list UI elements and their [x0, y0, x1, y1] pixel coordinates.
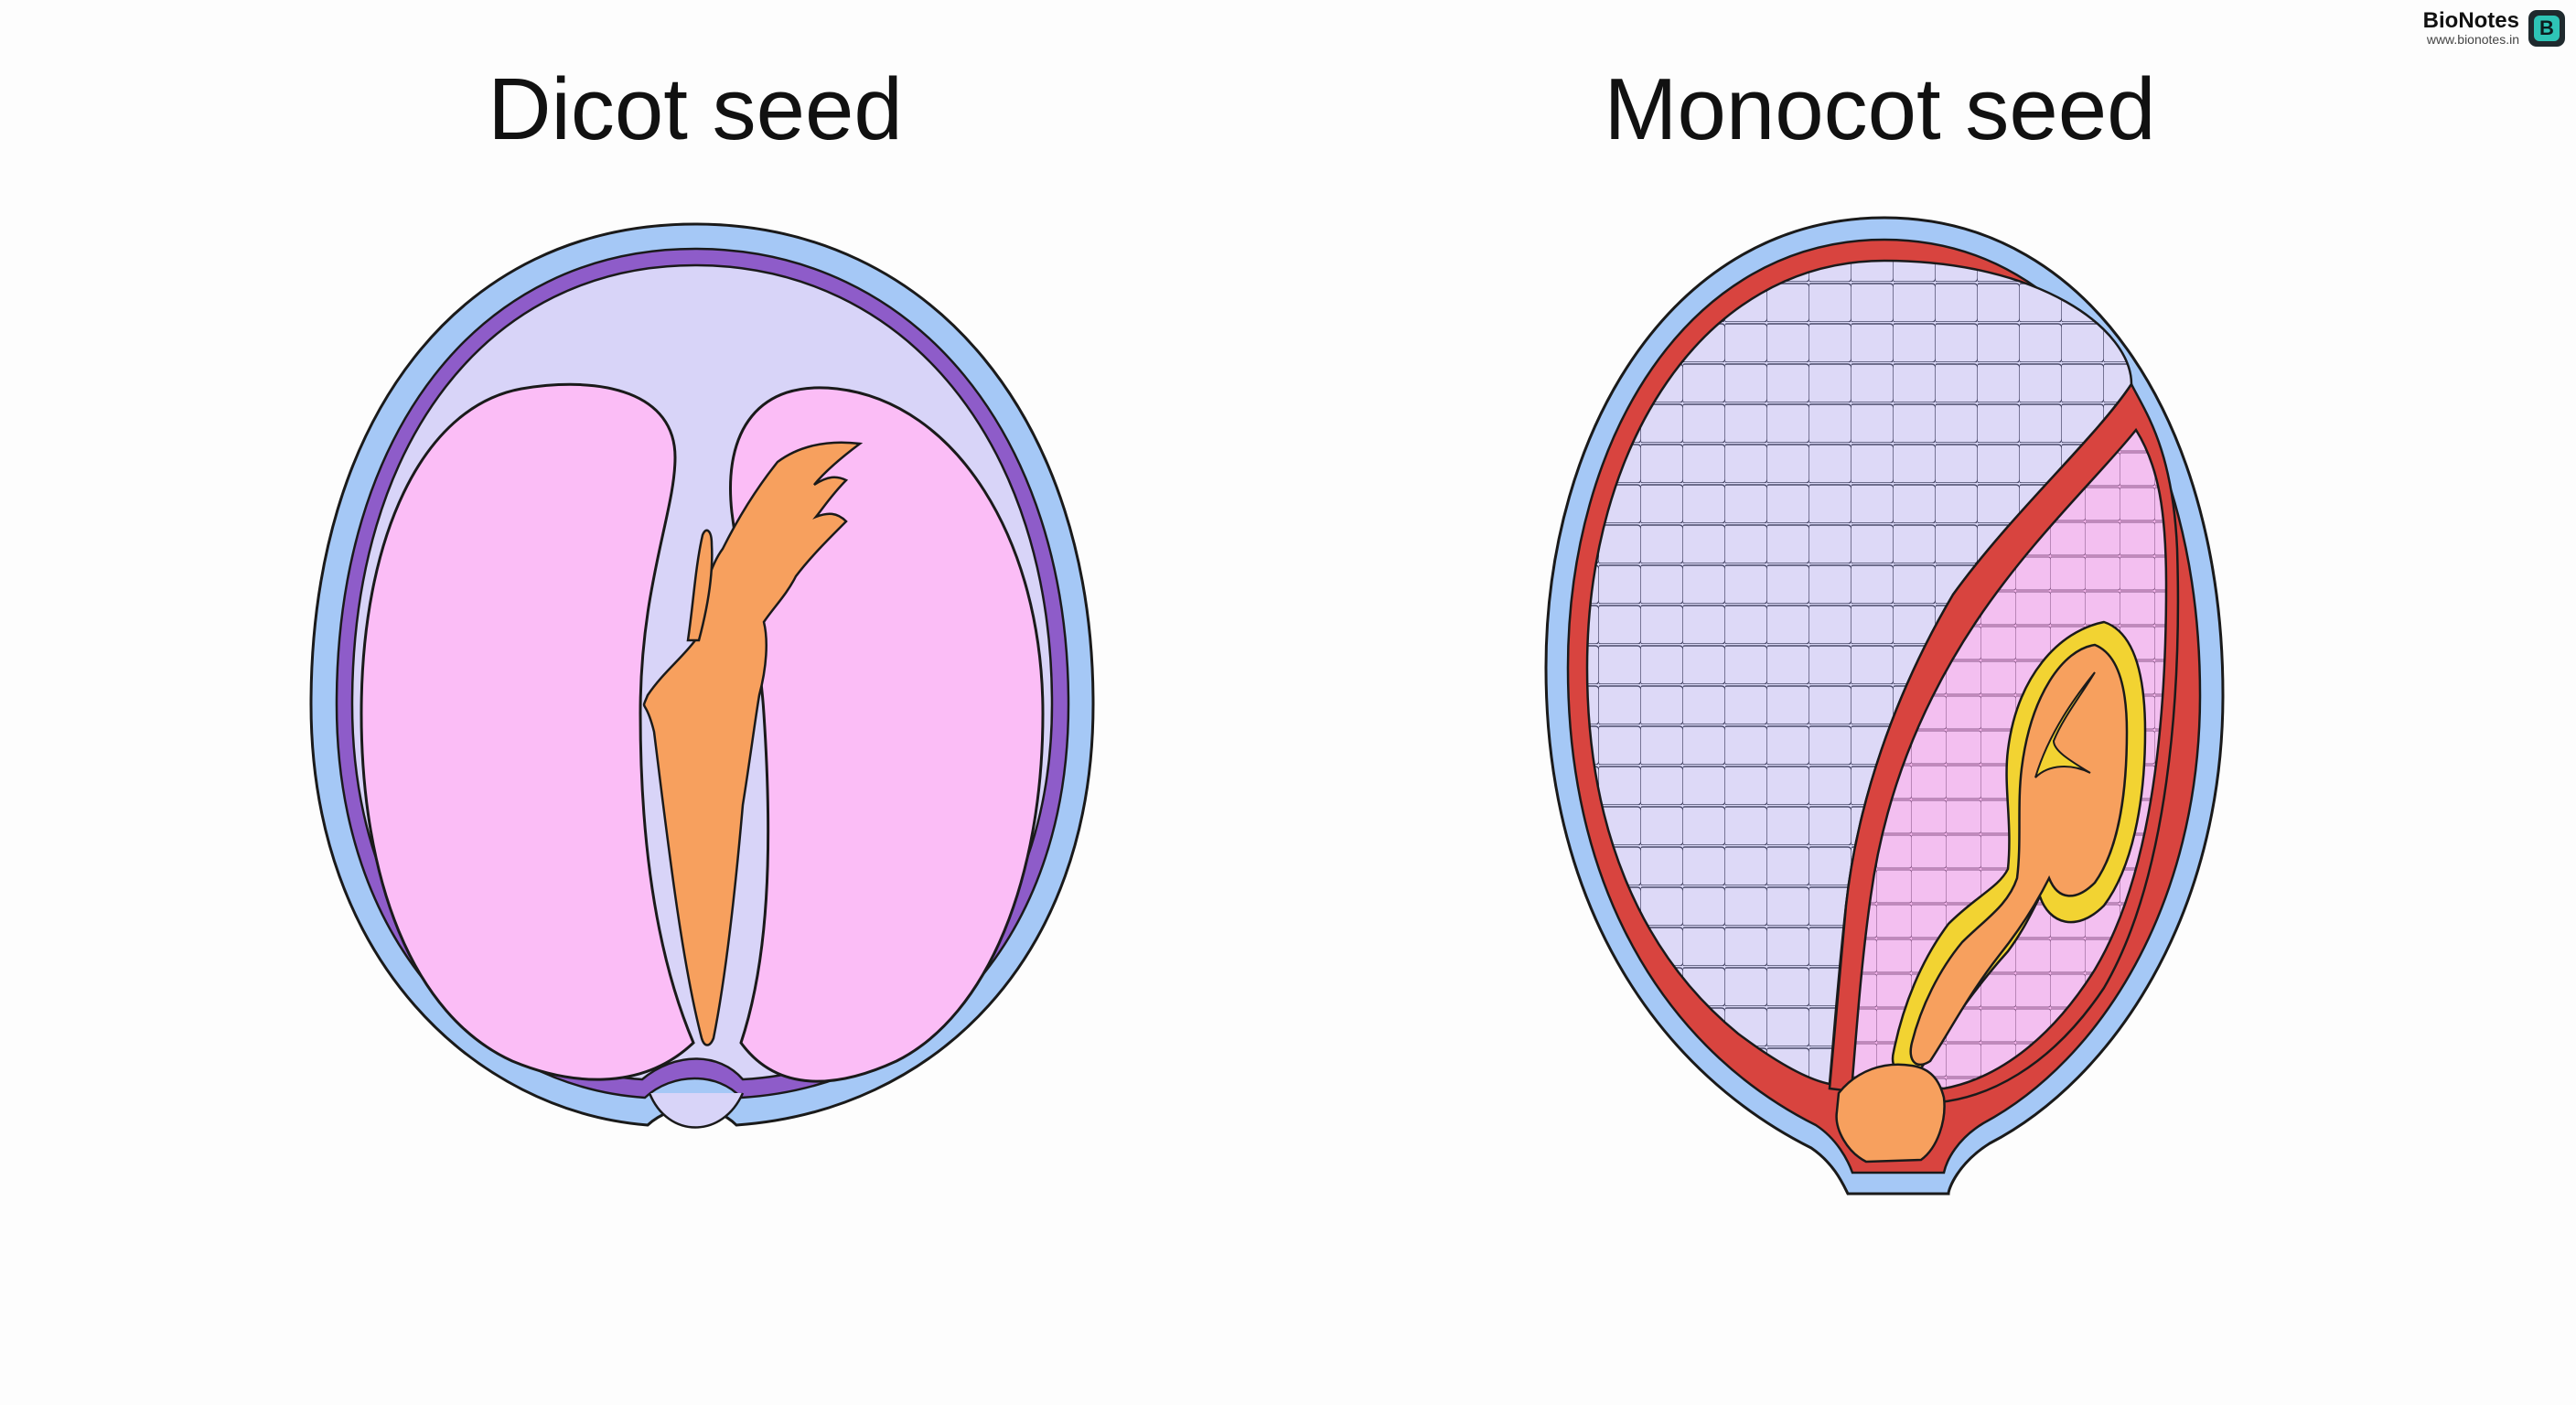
brand-name: BioNotes — [2422, 8, 2519, 33]
dicot-seed — [309, 222, 1095, 1129]
brand-logo-icon: B — [2528, 9, 2565, 47]
dicot-plumule-leaf — [686, 529, 714, 642]
brand-url: www.bionotes.in — [2426, 32, 2519, 48]
dicot-cotyledon-left — [360, 382, 695, 1081]
monocot-embryo — [1909, 643, 2129, 1067]
dicot-hilum — [648, 1092, 745, 1129]
monocot-seed-title: Monocot seed — [1604, 60, 2156, 158]
dicot-seed-title: Dicot seed — [488, 60, 903, 158]
monocot-radicle — [1835, 1063, 1946, 1164]
dicot-embryo — [642, 441, 864, 1046]
monocot-plumule — [2034, 671, 2096, 778]
monocot-seed — [1544, 216, 2225, 1196]
brand-badge[interactable]: BioNotes www.bionotes.in B — [2422, 8, 2565, 48]
